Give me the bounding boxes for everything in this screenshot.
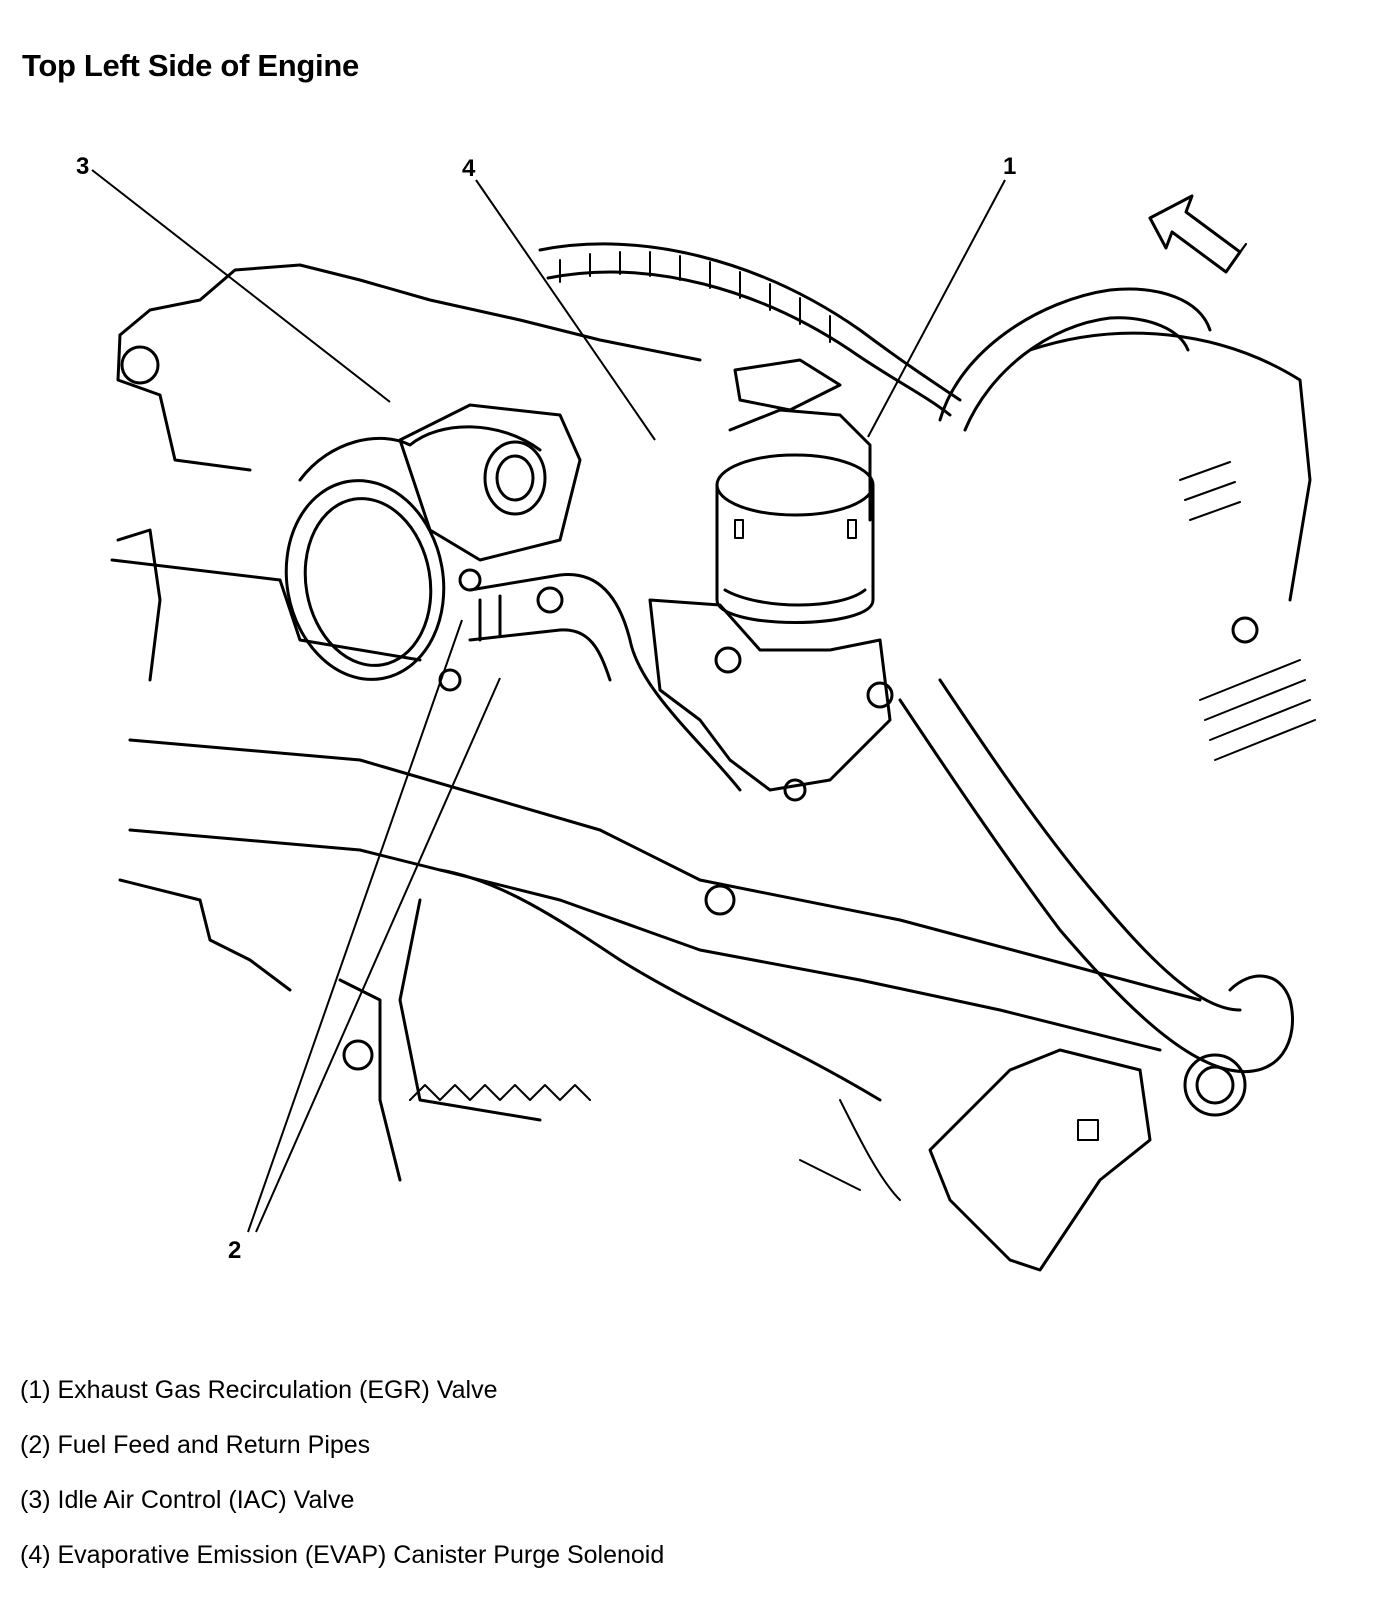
legend-item-4: (4) Evaporative Emission (EVAP) Canister… [20, 1541, 665, 1569]
parts-legend: (1) Exhaust Gas Recirculation (EGR) Valv… [20, 1375, 664, 1595]
leader-lines [91, 169, 1006, 1233]
legend-item-1: (1) Exhaust Gas Recirculation (EGR) Valv… [20, 1376, 498, 1404]
front-arrow-icon [1148, 194, 1247, 274]
callout-2: 2 [228, 1237, 241, 1264]
callout-1: 1 [1003, 153, 1016, 180]
page-title: Top Left Side of Engine [22, 48, 359, 83]
legend-item-3: (3) Idle Air Control (IAC) Valve [20, 1486, 355, 1514]
callout-4: 4 [462, 155, 476, 182]
engine-illustration [110, 242, 1316, 1272]
callout-3: 3 [76, 153, 89, 180]
legend-item-2: (2) Fuel Feed and Return Pipes [20, 1431, 371, 1459]
